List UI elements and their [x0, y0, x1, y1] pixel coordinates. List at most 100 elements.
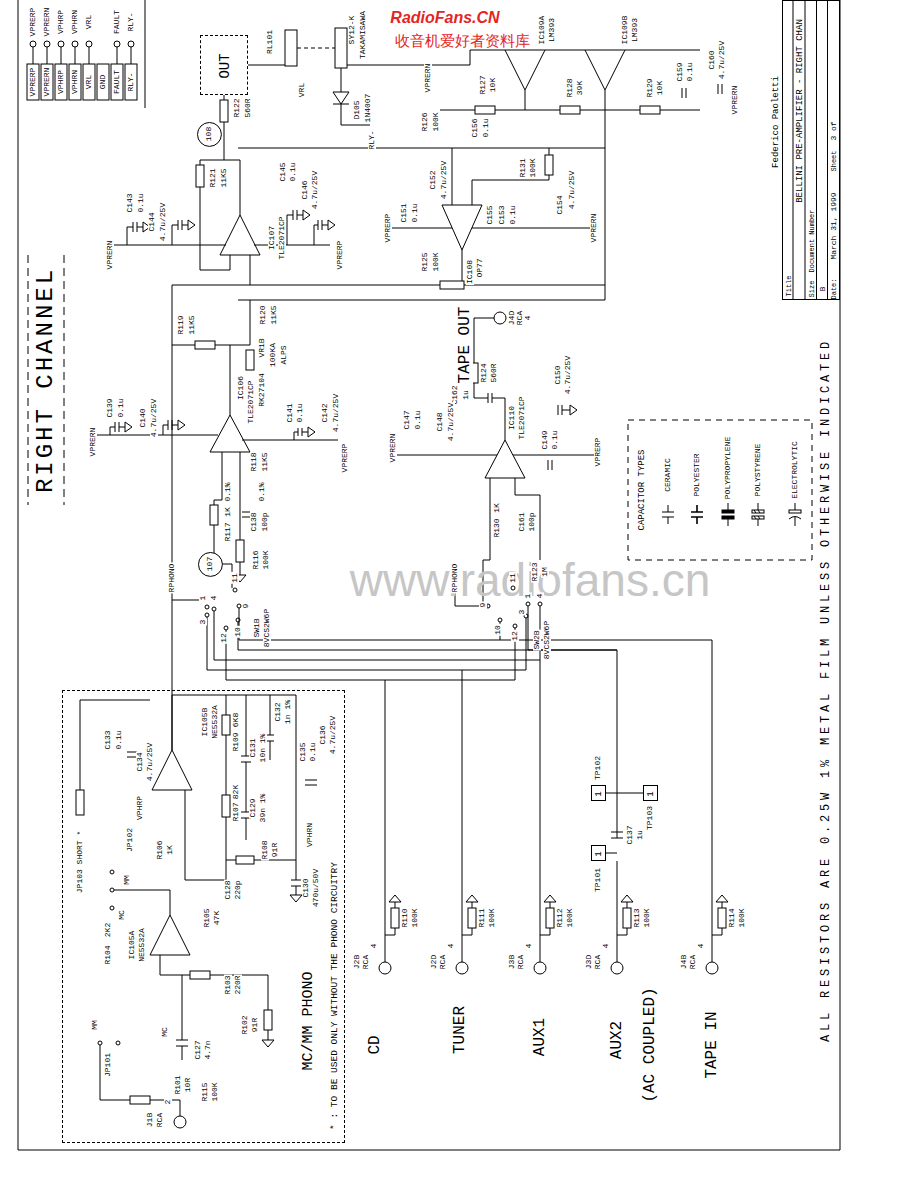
schematic-label: IC105B: [201, 707, 209, 738]
schematic-circle: [224, 626, 228, 630]
schematic-path: [238, 148, 605, 285]
schematic-label: C156: [471, 117, 479, 138]
schematic-label: TUNER: [452, 1005, 468, 1055]
schematic-label: TP101: [594, 867, 602, 893]
schematic-polygon: [544, 895, 556, 902]
schematic-label: R123: [531, 561, 539, 582]
schematic-label: VPRERN: [43, 7, 51, 38]
schematic-label: 4: [536, 593, 544, 600]
schematic-label: NE5532A: [211, 704, 219, 740]
output-box: OUT: [200, 35, 248, 95]
schematic-label: C134: [136, 751, 144, 772]
schematic-label: AUX1: [532, 1017, 548, 1057]
schematic-label: 0.1u: [137, 192, 145, 213]
schematic-label: 39K: [576, 80, 584, 96]
schematic-path: [214, 606, 540, 962]
schematic-path: [440, 50, 700, 300]
schematic-rect: [97, 64, 109, 100]
schematic-label: IC106: [237, 375, 245, 401]
schematic-label: 4.7u/25V: [159, 202, 167, 242]
schematic-rect: [264, 1010, 272, 1030]
schematic-label: 0.1%: [224, 481, 232, 502]
schematic-label: 0.1u: [296, 402, 304, 423]
schematic-circle: [205, 613, 209, 617]
schematic-label: VRL: [298, 82, 306, 98]
schematic-label: RCA: [439, 954, 447, 970]
schematic-circle: [379, 962, 391, 974]
schematic-label: TAPE OUT: [457, 306, 473, 385]
schematic-label: R114: [728, 907, 736, 928]
schematic-label: 4: [447, 943, 455, 950]
schematic-rect: [545, 155, 553, 175]
schematic-label: R131: [519, 157, 527, 178]
schematic-circle: [494, 312, 506, 324]
schematic-rect: [623, 908, 631, 928]
schematic-label: TLE2071CP: [247, 379, 255, 424]
schematic-path: [728, 503, 729, 526]
schematic-label: MM: [91, 1019, 99, 1031]
schematic-label: VPRERP: [341, 443, 349, 474]
schematic-label: IC110: [508, 405, 516, 431]
watermark: 收音机爱好者资料库: [395, 33, 530, 48]
schematic-label: VPHRN: [71, 9, 79, 35]
schematic-label: 11K5: [270, 304, 278, 325]
test-point-box: 1: [591, 845, 606, 861]
schematic-label: 100K: [211, 1081, 219, 1102]
schematic-label: 100K: [488, 907, 496, 928]
schematic-label: 91R: [251, 1017, 259, 1033]
schematic-label: D105: [353, 99, 361, 120]
schematic-label: VPHRP: [57, 9, 65, 35]
schematic-label: VPRERP: [29, 67, 37, 98]
schematic-label: 100K: [566, 907, 574, 928]
schematic-label: MC: [118, 909, 126, 921]
schematic-polygon: [262, 1040, 274, 1047]
schematic-label: OP77: [476, 257, 484, 278]
schematic-circle: [44, 41, 50, 47]
schematic-path: [114, 245, 330, 246]
schematic-polygon: [621, 895, 633, 902]
schematic-circle: [30, 41, 36, 47]
schematic-label: C128: [224, 879, 232, 900]
schematic-polygon: [210, 415, 250, 452]
schematic-label: R117: [224, 521, 232, 542]
schematic-path: [287, 210, 303, 245]
legend-text: ELECTROLYTIC: [791, 440, 799, 500]
schematic-label: SW1B: [253, 617, 261, 638]
schematic-rect: [722, 510, 734, 513]
schematic-circle: [212, 607, 216, 611]
schematic-label: R107: [232, 801, 240, 822]
schematic-label: 4.7u/25V: [146, 742, 154, 782]
node-text: OUT: [218, 53, 232, 78]
schematic-label: VPHRP: [136, 795, 144, 821]
schematic-circle: [205, 605, 209, 609]
schematic-label: JP101: [104, 1052, 112, 1078]
schematic-label: RIGHT CHANNEL: [34, 266, 58, 494]
schematic-rect: [440, 281, 464, 289]
schematic-rect: [628, 420, 812, 560]
schematic-label: C137: [626, 824, 634, 845]
schematic-rect: [220, 100, 228, 122]
node-text: B: [819, 287, 827, 292]
schematic-label: RPHONO: [168, 563, 176, 594]
schematic-label: 6K8: [232, 712, 240, 728]
node-text: * : TO BE USED ONLY WITHOUT THE PHONO CI…: [330, 862, 340, 1130]
schematic-label: VRL: [85, 14, 93, 30]
node-text: Document Number: [809, 209, 816, 272]
schematic-label: R106: [156, 839, 164, 860]
schematic-label: 4.7u/25V: [718, 40, 726, 80]
schematic-label: 11K5: [261, 451, 269, 472]
schematic-label: AUX2: [609, 1020, 625, 1060]
schematic-label: VPRERP: [384, 213, 392, 244]
schematic-path: [712, 902, 722, 935]
schematic-label: 100K: [643, 907, 651, 928]
schematic-label: C132: [274, 701, 282, 722]
schematic-label: C146: [301, 179, 309, 200]
schematic-path: [248, 65, 285, 66]
schematic-label: 4.7u/25V: [311, 170, 319, 210]
schematic-label: RLY-: [127, 11, 135, 32]
schematic-label: JP103 SHORT *: [76, 830, 84, 894]
schematic-label: 220R: [234, 974, 242, 995]
schematic-label: C150: [554, 364, 562, 385]
schematic-polygon: [466, 895, 478, 902]
